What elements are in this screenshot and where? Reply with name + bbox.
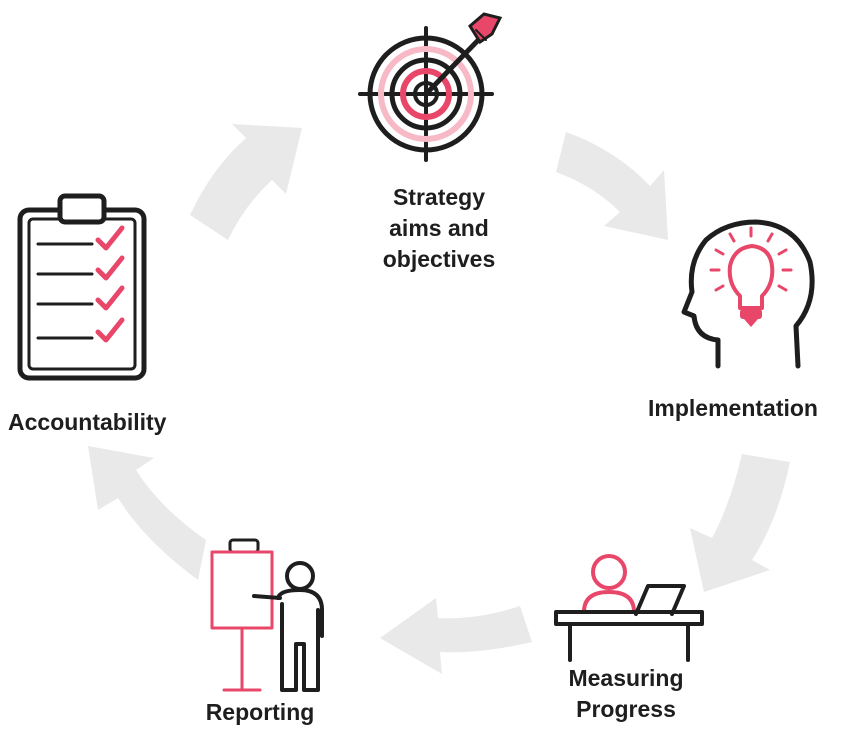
target-dart-icon [358,12,503,162]
cycle-arrows [88,124,790,674]
stage-label-line: Accountability [8,409,167,435]
presenter-flipchart-icon [210,538,324,692]
arrow-implementation-to-measuring [690,454,790,592]
stage-label-line: Implementation [648,395,818,421]
head-lightbulb-icon [681,219,815,369]
stage-label-implementation: Implementation [648,393,818,424]
stage-label-line: Strategy [392,184,486,210]
stage-label-measuring: Measuring Progress [526,663,726,725]
clipboard-checklist-icon [17,193,147,381]
arrow-accountability-to-strategy [190,124,302,240]
stage-label-line: Progress [576,696,676,722]
stage-label-line: aims and [389,215,489,241]
arrow-reporting-to-accountability [88,446,206,580]
stage-label-line: Reporting [205,699,315,725]
stage-label-reporting: Reporting [190,697,330,728]
arrow-measuring-to-reporting [380,598,532,674]
stage-label-accountability: Accountability [8,407,166,438]
arrow-strategy-to-implementation [556,132,668,240]
stage-label-line: objectives [382,246,496,272]
stage-label-strategy: Strategy aims and objectives [0,182,862,275]
stage-label-line: Measuring [568,665,684,691]
person-laptop-desk-icon [554,554,704,662]
